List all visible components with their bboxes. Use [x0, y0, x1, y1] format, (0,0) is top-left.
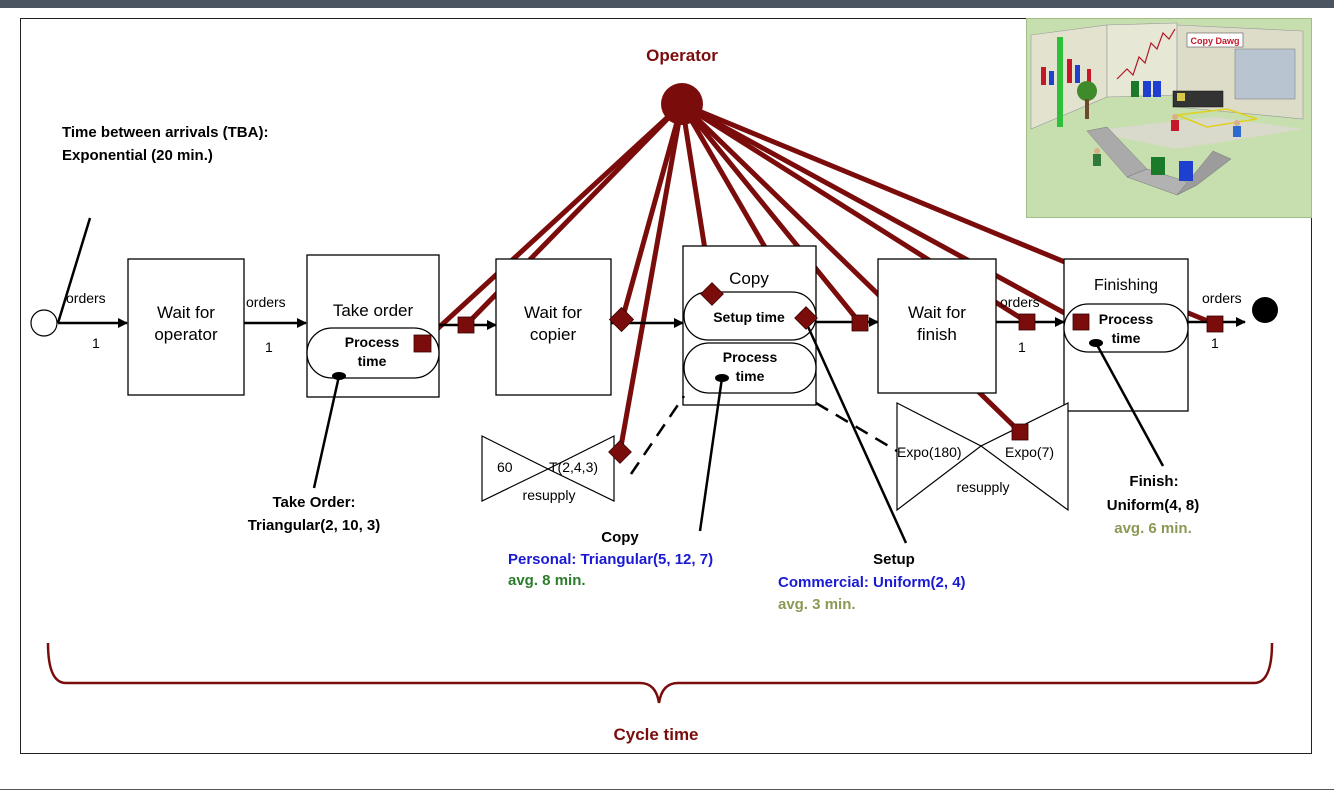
take-order-annotation-title: Take Order: — [272, 494, 355, 511]
resupply-left-b: T(2,4,3) — [549, 459, 598, 475]
process-time-label: Process — [345, 334, 400, 350]
cycle-time-label: Cycle time — [613, 725, 698, 744]
arc-label-orders: orders — [246, 294, 286, 310]
copy-pointer — [698, 377, 724, 532]
arc-label-orders: orders — [1000, 294, 1040, 310]
arrival-marker — [56, 217, 92, 324]
wait-for-finish-label: Wait for — [908, 303, 966, 322]
arc-label-orders: orders — [66, 290, 106, 306]
source-node — [30, 309, 58, 337]
copy-pointer-dot — [715, 374, 729, 382]
wait-for-operator-label: Wait for — [157, 303, 215, 322]
wait-for-operator-label: operator — [154, 325, 218, 344]
process-time-label: time — [1112, 330, 1141, 346]
take-order-process-activity — [306, 327, 440, 379]
simulation-thumbnail: Copy Dawg — [1026, 18, 1312, 218]
operator-node — [661, 83, 703, 125]
take-order-pointer — [312, 375, 341, 489]
copy-annotation-title: Copy — [601, 529, 639, 546]
diagram-frame — [20, 18, 1312, 754]
resupply-left-a: 60 — [497, 459, 513, 475]
wait-for-finish-label: finish — [917, 325, 957, 344]
arrival-title: Time between arrivals (TBA): — [62, 124, 268, 141]
resupply-left — [481, 435, 615, 502]
wait-for-copier-label: Wait for — [524, 303, 582, 322]
wait-for-copier-label: copier — [530, 325, 577, 344]
setup-annotation-title: Setup — [873, 551, 915, 568]
wait-for-operator-box — [127, 258, 245, 396]
thumbnail-sign: Copy Dawg — [1190, 36, 1239, 46]
bottom-bar — [0, 789, 1334, 799]
resupply-left-link — [629, 395, 686, 475]
setup-annotation-avg: avg. 3 min. — [778, 596, 856, 613]
copy-label: Copy — [729, 269, 769, 288]
arc-label-orders: orders — [1202, 290, 1242, 306]
copy-annotation-dist: Personal: Triangular(5, 12, 7) — [508, 551, 713, 568]
resupply-right-link — [815, 401, 898, 453]
arrival-dist: Exponential (20 min.) — [62, 147, 213, 164]
arc-label-weight: 1 — [92, 335, 100, 351]
top-bar — [0, 0, 1334, 8]
setup-pointer — [803, 319, 908, 544]
wait-for-copier-box — [495, 258, 612, 396]
finish-annotation-dist: Uniform(4, 8) — [1107, 497, 1200, 514]
setup-time-activity — [683, 291, 817, 341]
take-order-pointer-dot — [332, 372, 346, 380]
arc-label-weight: 1 — [265, 339, 273, 355]
sink-node — [1252, 297, 1278, 323]
process-time-label: Process — [1099, 311, 1154, 327]
finishing-label: Finishing — [1094, 277, 1158, 294]
process-time-label: time — [358, 353, 387, 369]
resupply-right-b: Expo(7) — [1005, 444, 1054, 460]
take-order-annotation-dist: Triangular(2, 10, 3) — [248, 517, 381, 534]
arc-label-weight: 1 — [1018, 339, 1026, 355]
copy-annotation-avg: avg. 8 min. — [508, 572, 586, 589]
setup-annotation-dist: Commercial: Uniform(2, 4) — [778, 574, 966, 591]
take-order-label: Take order — [333, 301, 414, 320]
setup-time-label: Setup time — [713, 309, 785, 325]
wait-for-finish-box — [877, 258, 997, 394]
operator-label: Operator — [646, 46, 718, 65]
finish-annotation-title: Finish: — [1129, 473, 1178, 490]
process-time-label: time — [736, 368, 765, 384]
finish-pointer-dot — [1089, 339, 1103, 347]
arc-label-weight: 1 — [1211, 335, 1219, 351]
process-time-label: Process — [723, 349, 778, 365]
operator-connectors — [413, 282, 1224, 464]
finish-pointer — [1094, 342, 1165, 467]
resupply-left-label: resupply — [523, 487, 576, 503]
finish-annotation-avg: avg. 6 min. — [1114, 520, 1192, 537]
resupply-right-label: resupply — [957, 479, 1010, 495]
cycle-time-brace — [46, 642, 1274, 704]
resupply-right-a: Expo(180) — [897, 444, 962, 460]
